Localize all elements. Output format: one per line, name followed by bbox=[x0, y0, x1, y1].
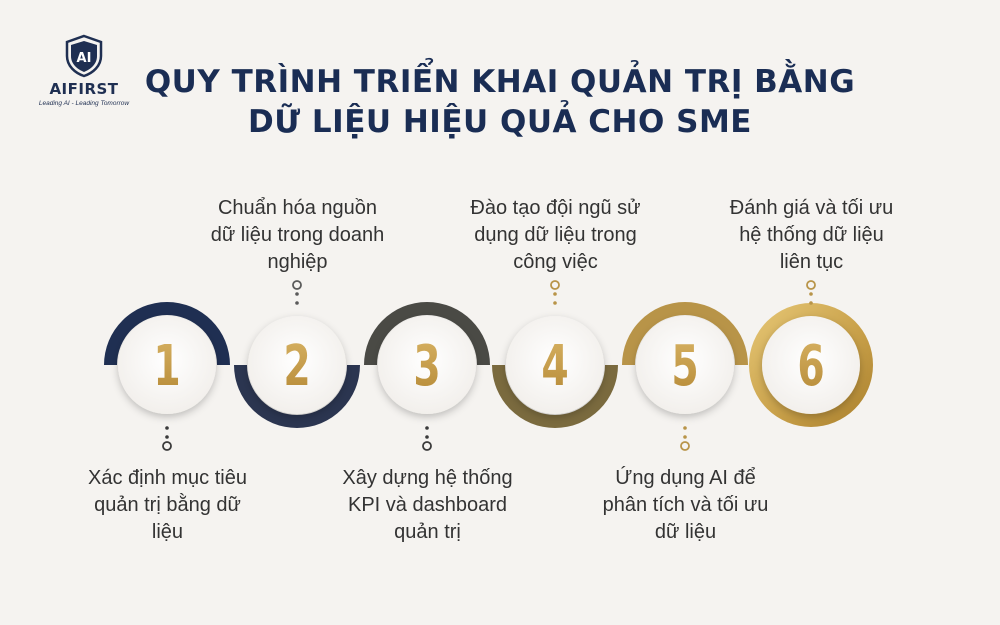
step-1-circle bbox=[118, 316, 216, 414]
step-5-text: Ứng dụng AI để phân tích và tối ưu dữ li… bbox=[602, 467, 769, 543]
page-title-line-2: DỮ LIỆU HIỆU QUẢ CHO SME bbox=[248, 104, 752, 140]
step-4-circle bbox=[506, 316, 604, 414]
step-4-text: Đào tạo đội ngũ sử dụng dữ liệu trong cô… bbox=[470, 197, 641, 273]
step-6-connector bbox=[806, 280, 816, 305]
step-3-text: Xây dựng hệ thống KPI và dashboard quản … bbox=[342, 467, 513, 543]
step-4-connector bbox=[550, 280, 560, 305]
step-2-circle bbox=[248, 316, 346, 414]
step-4-ring bbox=[492, 365, 618, 428]
step-2-number: 2 bbox=[283, 333, 310, 399]
step-1-ring bbox=[104, 302, 230, 365]
step-6: 6 bbox=[749, 280, 873, 427]
step-1-text: Xác định mục tiêu quản trị bằng dữ liệu bbox=[88, 467, 247, 543]
step-5: 5 bbox=[622, 302, 748, 451]
step-3-connector bbox=[422, 426, 432, 451]
step-4: 4 bbox=[492, 280, 618, 428]
page-title-line-1: QUY TRÌNH TRIỂN KHAI QUẢN TRỊ BẰNG bbox=[144, 64, 856, 100]
step-6-number: 6 bbox=[797, 333, 824, 399]
brand-logo: AI AIFIRST Leading AI - Leading Tomorrow bbox=[28, 34, 140, 107]
step-1: 1 bbox=[104, 302, 230, 451]
step-1-connector bbox=[162, 426, 172, 451]
step-2-text: Chuẩn hóa nguồn dữ liệu trong doanh nghi… bbox=[210, 197, 385, 273]
step-1-number: 1 bbox=[153, 333, 180, 399]
step-3-circle bbox=[378, 316, 476, 414]
step-4-number: 4 bbox=[541, 333, 568, 399]
step-2-ring bbox=[234, 365, 360, 428]
step-5-number: 5 bbox=[671, 333, 698, 399]
step-3-ring bbox=[364, 302, 490, 365]
step-3: 3 bbox=[364, 302, 490, 451]
step-3-number: 3 bbox=[413, 333, 440, 399]
brand-name: AIFIRST bbox=[49, 80, 119, 98]
logo-mark-text: AI bbox=[77, 51, 92, 66]
brand-tagline: Leading AI - Leading Tomorrow bbox=[38, 100, 130, 107]
step-5-ring bbox=[622, 302, 748, 365]
step-5-connector bbox=[680, 426, 690, 451]
step-2-connector bbox=[292, 280, 302, 305]
step-5-circle bbox=[636, 316, 734, 414]
step-6-circle bbox=[762, 316, 860, 414]
page-title: QUY TRÌNH TRIỂN KHAI QUẢN TRỊ BẰNG DỮ LI… bbox=[130, 62, 870, 142]
step-2: 2 bbox=[234, 280, 360, 428]
shield-logo-icon: AI bbox=[65, 34, 103, 78]
step-6-text: Đánh giá và tối ưu hệ thống dữ liệu liên… bbox=[729, 197, 894, 273]
